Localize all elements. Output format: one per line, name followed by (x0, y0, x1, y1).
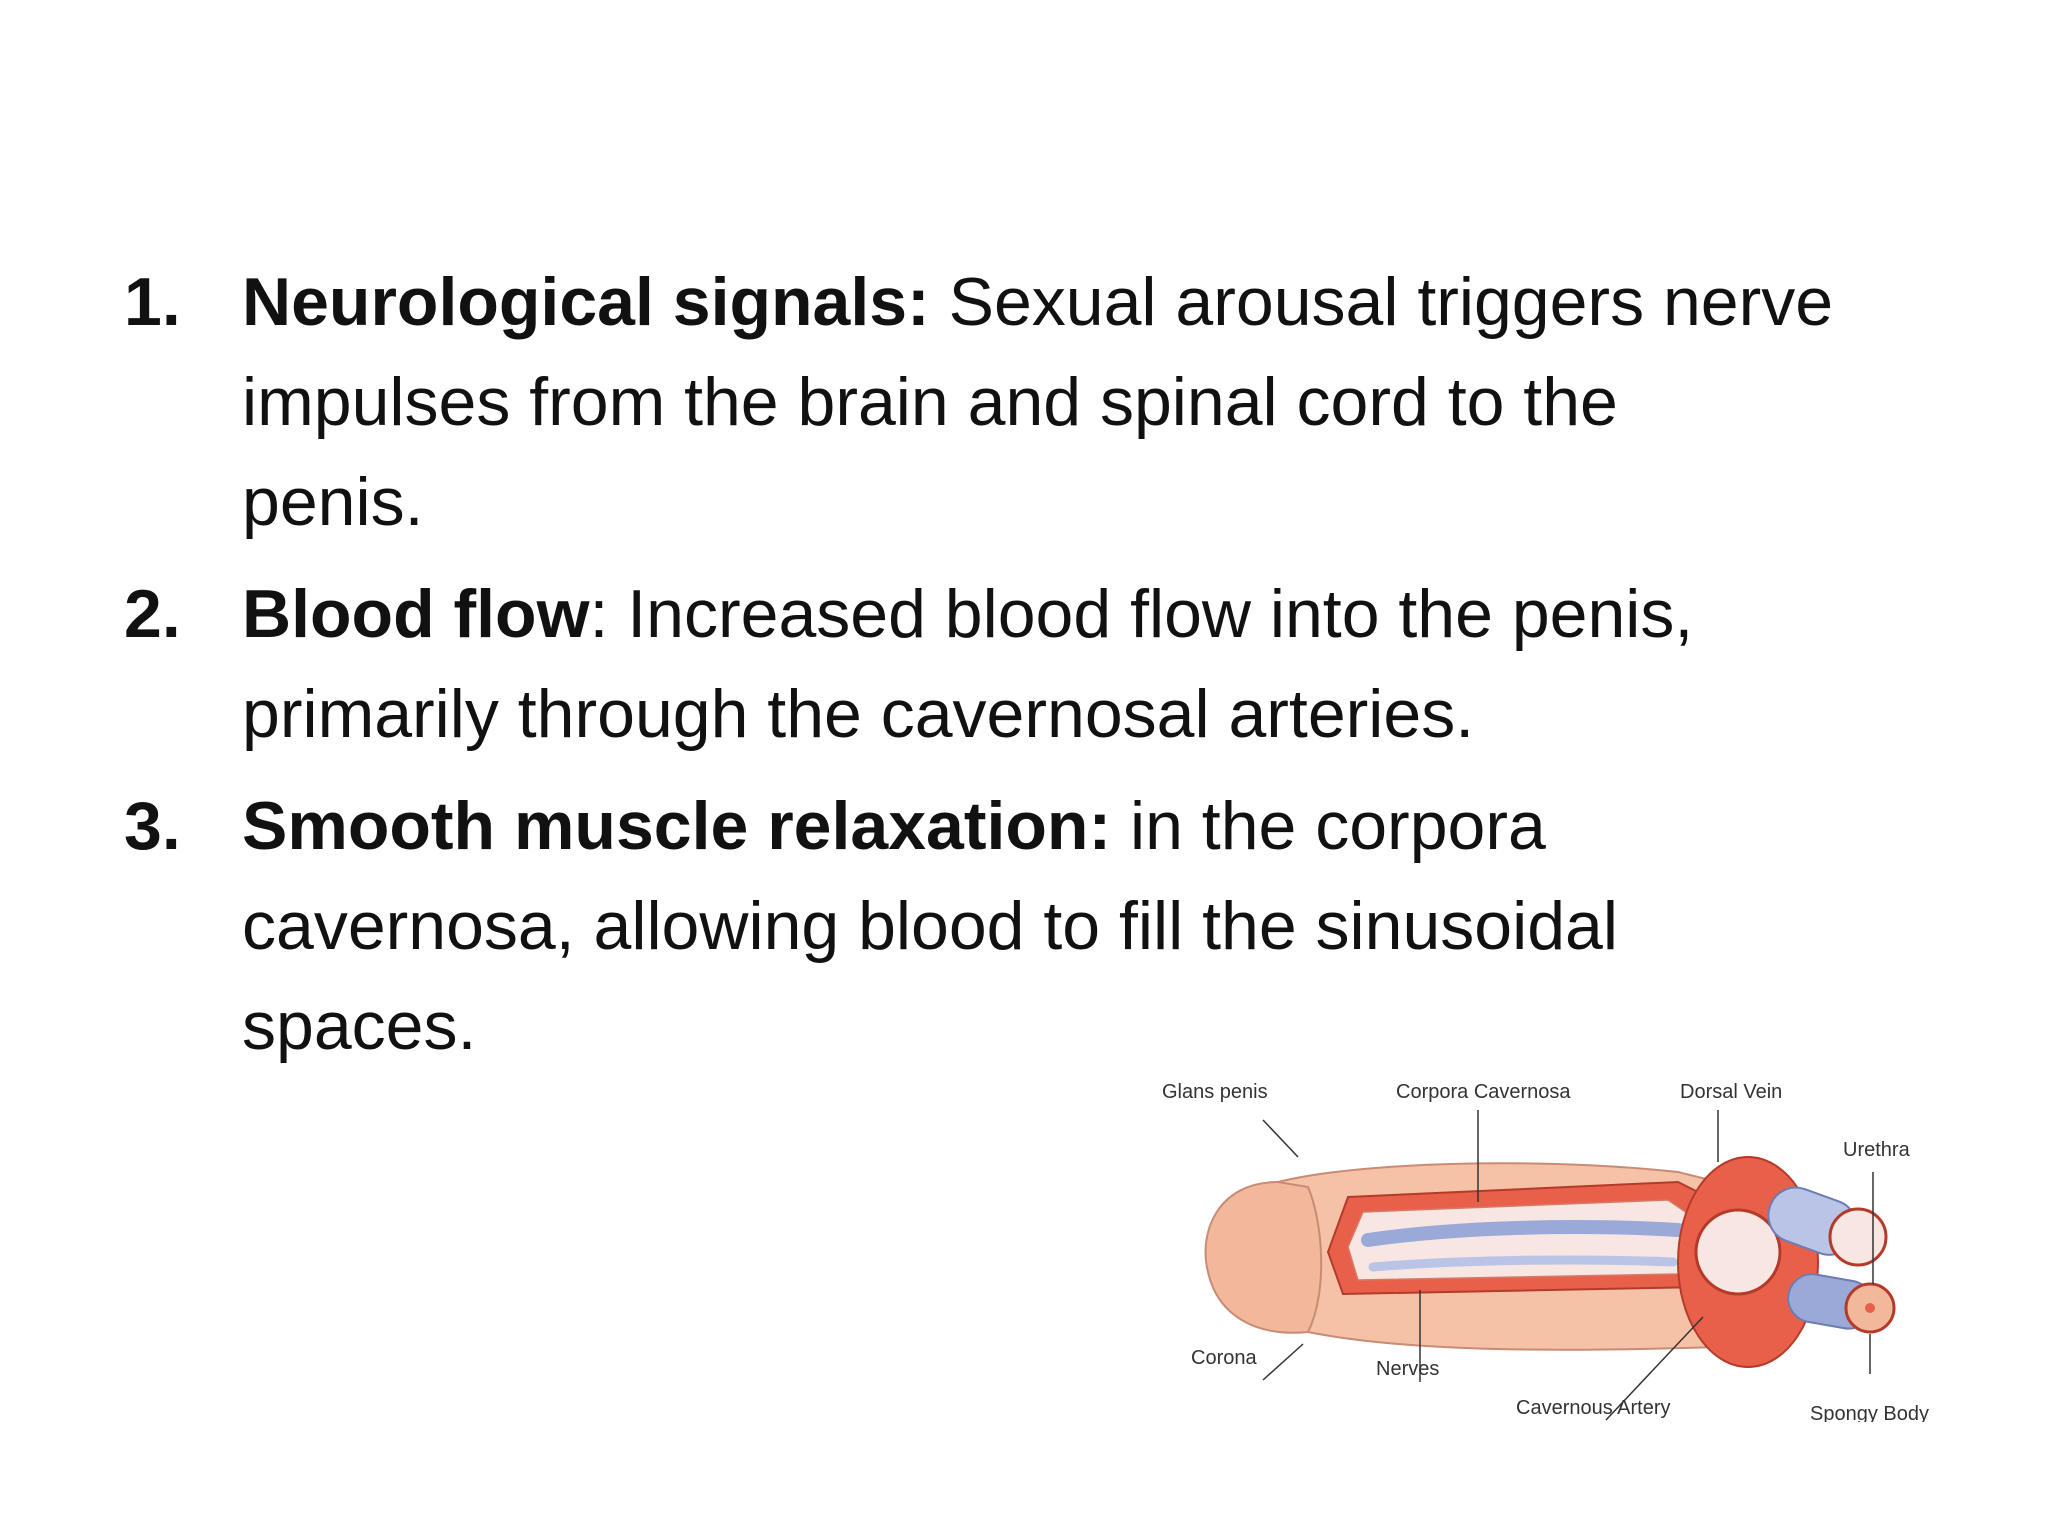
item-text: : Increased blood flow into the penis, (589, 576, 1694, 652)
glans (1204, 1180, 1323, 1334)
item-term: Blood flow (242, 576, 590, 652)
item-term: Neurological signals: (242, 264, 930, 340)
label-spongy-body: Spongy Body (1810, 1403, 1929, 1422)
label-nerves: Nerves (1376, 1358, 1439, 1380)
item-text: in the corpora (1111, 788, 1546, 864)
item-number: 2. (124, 576, 181, 652)
vessel-cylinders (1767, 1186, 1896, 1334)
item-line: Blood flow: Increased blood flow into th… (242, 564, 1944, 664)
corpus-cross-section (1694, 1208, 1782, 1296)
item-number: 1. (124, 264, 181, 340)
label-cavernous-artery: Cavernous Artery (1516, 1397, 1671, 1419)
label-corpora-cavernosa: Corpora Cavernosa (1396, 1081, 1571, 1103)
nerve-tube-2 (1368, 1255, 1678, 1272)
item-line: spaces. (242, 988, 477, 1064)
leader-lines (1262, 1110, 1874, 1421)
label-glans-penis: Glans penis (1162, 1081, 1268, 1103)
item-line: Smooth muscle relaxation: in the corpora (242, 776, 1944, 876)
item-line: Neurological signals: Sexual arousal tri… (242, 252, 1944, 352)
item-line: penis. (242, 464, 424, 540)
item-line: cavernosa, allowing blood to fill the si… (242, 888, 1618, 964)
bullet-list: 1. Neurological signals: Sexual arousal … (124, 252, 1944, 1088)
anatomy-illustration: Glans penis Corpora Cavernosa Dorsal Vei… (1158, 1062, 1958, 1422)
nerve-tube (1361, 1220, 1685, 1247)
label-urethra: Urethra (1843, 1139, 1911, 1161)
item-line: primarily through the cavernosal arterie… (242, 676, 1475, 752)
label-dorsal-vein: Dorsal Vein (1680, 1081, 1782, 1103)
label-corona: Corona (1191, 1347, 1257, 1369)
item-text: Sexual arousal triggers nerve (929, 264, 1834, 340)
item-line: impulses from the brain and spinal cord … (242, 364, 1618, 440)
list-item: 1. Neurological signals: Sexual arousal … (124, 252, 1944, 552)
list-item: 3. Smooth muscle relaxation: in the corp… (124, 776, 1944, 1076)
list-item: 2. Blood flow: Increased blood flow into… (124, 564, 1944, 764)
anatomy-diagram: Glans penis Corpora Cavernosa Dorsal Vei… (1162, 1081, 1929, 1422)
item-number: 3. (124, 788, 181, 864)
item-term: Smooth muscle relaxation: (242, 788, 1112, 864)
